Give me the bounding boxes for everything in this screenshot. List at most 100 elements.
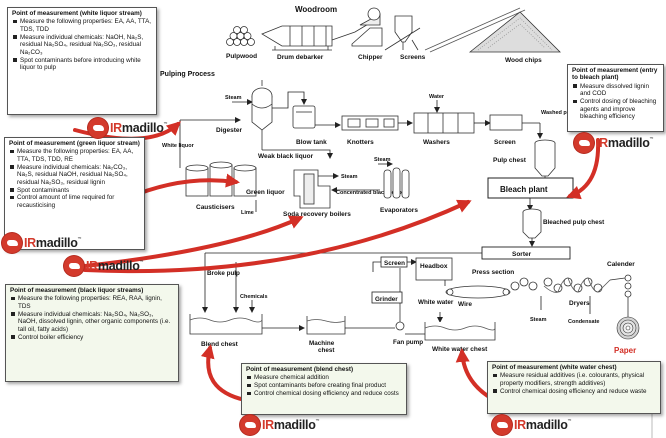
label-steam-evap: Steam [374, 157, 391, 163]
box-title: Point of measurement (green liquor strea… [9, 140, 140, 147]
drum-debarker-icon [261, 25, 333, 51]
box-black-liquor: Point of measurement (black liquor strea… [5, 284, 179, 382]
paper-roll-icon [616, 316, 640, 340]
label-blow-tank: Blow tank [296, 139, 327, 146]
label-steam-mid: Steam [341, 174, 358, 180]
brand-mark: ™ [163, 121, 168, 126]
label-drum-debarker: Drum debarker [277, 54, 324, 61]
press-rolls-icon [510, 277, 538, 291]
brand-suffix: madillo [97, 259, 140, 273]
box-item: Measure chemical addition [247, 374, 402, 381]
box-item: Measure individual chemicals: Na₂SO₄, Na… [11, 311, 174, 333]
brand-prefix: IR [110, 121, 122, 135]
label-calender: Calender [607, 261, 635, 268]
brand-suffix: madillo [273, 418, 316, 432]
box-white-liquor: Point of measurement (white liquor strea… [7, 7, 157, 115]
box-title: Point of measurement (white water chest) [492, 364, 617, 371]
pulp-chest-icon [534, 139, 556, 182]
digester-icon [251, 80, 273, 150]
label-evaporators: Evaporators [380, 207, 418, 214]
pulpwood-icon [226, 26, 255, 46]
label-screen2: Screen [384, 260, 405, 267]
box-item: Spot contaminants before creating final … [247, 382, 402, 389]
white-water-chest-icon [424, 322, 496, 341]
arrow-bleach-plant [566, 138, 601, 200]
box-item: Control boiler efficiency [11, 334, 174, 341]
box-item: Measure individual chemicals: Na₂CO₃, Na… [10, 164, 140, 186]
label-pulp-chest: Pulp chest [493, 157, 527, 164]
brand-mark: ™ [649, 136, 654, 141]
label-broke-pulp: Broke pulp [207, 270, 240, 277]
bleached-pulp-chest-icon [522, 208, 542, 239]
box-title: Point of measurement (black liquor strea… [10, 287, 144, 294]
blend-chest-icon [189, 314, 263, 335]
label-headbox: Headbox [420, 263, 448, 270]
box-item: Control amount of lime required for reca… [10, 194, 140, 209]
label-digester: Digester [216, 127, 242, 134]
label-wire: Wire [458, 301, 472, 308]
irmadillo-logo: IRmadillo™ [240, 414, 320, 436]
label-pulpwood: Pulpwood [226, 53, 257, 60]
brand-mark: ™ [139, 259, 144, 264]
digester-to-blowtank [272, 91, 307, 109]
label-steam-top: Steam [225, 95, 242, 101]
armadillo-icon [64, 256, 84, 276]
knotters-icon [341, 115, 399, 131]
washers-icon [413, 112, 475, 134]
box-title: Point of measurement (entry to bleach pl… [572, 67, 658, 82]
brand-prefix: IR [514, 418, 526, 432]
label-white-water: White water [418, 299, 454, 306]
armadillo-icon [2, 233, 22, 253]
label-concentrated-black-liquor: Concentrated black liquor [336, 190, 405, 196]
irmadillo-logo: IRmadillo™ [492, 414, 572, 436]
label-blend-chest: Blend chest [201, 341, 239, 348]
box-item: Control chemical dosing efficiency and r… [247, 390, 402, 397]
brand-prefix: IR [24, 236, 36, 250]
box-item: Measure dissolved lignin and COD [573, 83, 659, 98]
irmadillo-logo: IRmadillo™ [88, 117, 168, 139]
chipper-icon [331, 7, 383, 47]
wood-chips-icon [424, 7, 561, 53]
label-steam-bottom: Steam [530, 317, 547, 323]
soda-recovery-icon [293, 169, 331, 209]
brand-prefix: IR [596, 136, 608, 150]
brand-suffix: madillo [525, 418, 568, 432]
label-paper: Paper [614, 346, 636, 355]
box-green-liquor: Point of measurement (green liquor strea… [4, 137, 145, 250]
wire-icon [445, 285, 511, 299]
brand-prefix: IR [86, 259, 98, 273]
headbox-icon [415, 257, 453, 281]
label-machine-chest: Machine [309, 340, 335, 347]
label-causticisers: Causticisers [196, 204, 235, 211]
label-water: Water [429, 94, 445, 100]
box-title: Point of measurement (white liquor strea… [12, 10, 142, 17]
box-blend-chest: Point of measurement (blend chest) Measu… [241, 363, 407, 415]
label-press-section: Press section [472, 269, 514, 276]
box-white-water: Point of measurement (white water chest)… [487, 361, 661, 414]
label-weak-black-liquor: Weak black liquor [258, 153, 314, 160]
dryers-icon [543, 277, 611, 293]
blow-tank-icon [292, 105, 316, 129]
label-knotters: Knotters [347, 139, 374, 146]
label-lime: Lime [241, 210, 254, 216]
box-item: Control dosing of bleaching agents and i… [573, 98, 659, 120]
irmadillo-logo: IRmadillo™ [64, 255, 144, 277]
brand-prefix: IR [262, 418, 274, 432]
armadillo-icon [88, 118, 108, 138]
label-sorter: Sorter [512, 251, 532, 258]
label-white-liquor: White liquor [162, 143, 195, 149]
woodroom-heading: Woodroom [295, 5, 337, 14]
box-item: Measure individual chemicals: NaOH, Na₂S… [13, 34, 152, 56]
label-wood-chips: Wood chips [505, 57, 542, 64]
label-soda-recovery: Soda recovery boilers [283, 211, 351, 218]
box-item: Measure the following properties: REA, R… [11, 295, 174, 310]
label-washers: Washers [423, 139, 450, 146]
irmadillo-logo: IRmadillo™ [574, 132, 654, 154]
label-washed-pulp: Washed pulp [541, 110, 576, 116]
label-bleached-pulp-chest: Bleached pulp chest [543, 219, 605, 226]
box-title: Point of measurement (blend chest) [246, 366, 354, 373]
box-item: Measure residual additives (i.e. coloura… [493, 372, 656, 387]
pulping-heading: Pulping Process [160, 71, 215, 78]
label-bleach-plant: Bleach plant [500, 185, 548, 194]
brand-mark: ™ [77, 236, 82, 241]
